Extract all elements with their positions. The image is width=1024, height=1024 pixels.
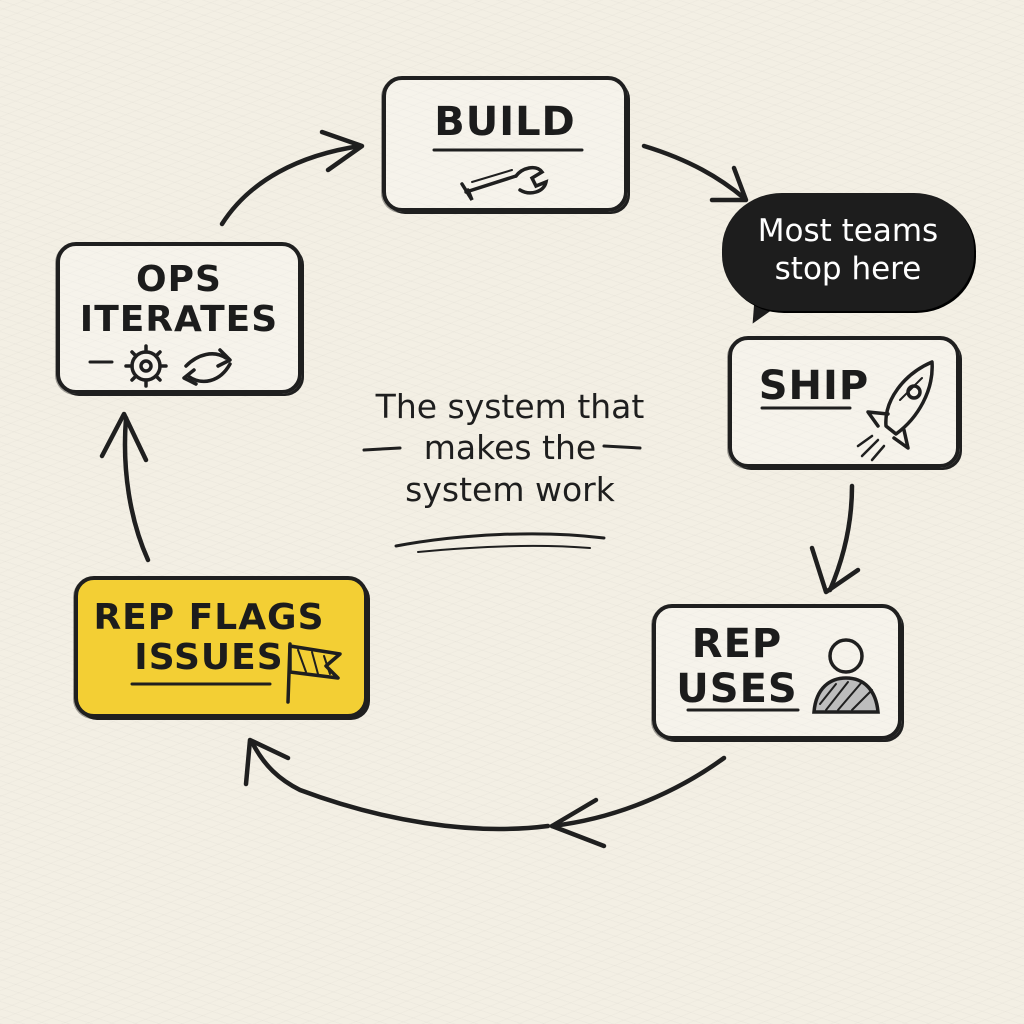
arrowhead-ops-to-build	[319, 129, 365, 173]
node-ops-iterates-label: OPS ITERATES	[79, 259, 279, 341]
node-rep-flags: REP FLAGS ISSUES	[74, 576, 368, 718]
node-build: BUILD	[382, 76, 628, 212]
node-build-label: BUILD	[434, 99, 576, 145]
callout-bubble	[722, 193, 974, 311]
arrow-build-to-ship	[641, 143, 747, 201]
arrow-ops-to-build	[219, 143, 363, 227]
node-rep-flags-label: REP FLAGS ISSUES	[93, 597, 325, 679]
node-rep-uses: REP USES	[652, 604, 902, 740]
arrow-repuses-to-repflags	[549, 755, 727, 829]
arrowhead-into-repflags	[243, 737, 291, 787]
arrow-repflags-to-ops	[122, 415, 151, 563]
arrowhead-ship-to-repuses	[809, 545, 861, 595]
center-caption: The system that makes the system work	[375, 387, 645, 509]
arrowhead-repuses-to-repflags	[549, 797, 607, 849]
arrowhead-build-to-ship	[709, 165, 749, 203]
arrowhead-repflags-to-ops	[99, 411, 149, 463]
node-ops-iterates: OPS ITERATES	[56, 242, 302, 394]
callout-text: Most teams stop here	[757, 213, 939, 288]
node-ship-label: SHIP	[758, 363, 870, 409]
arrow-ship-to-repuses	[827, 483, 855, 593]
node-rep-uses-label: REP USES	[676, 621, 798, 712]
